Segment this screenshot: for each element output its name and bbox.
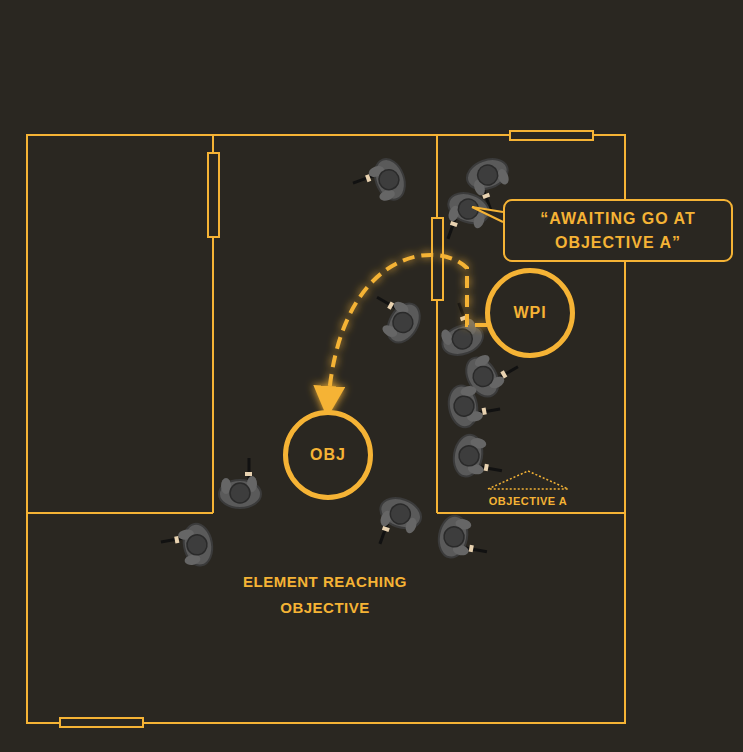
node-text: WPI [513,301,546,324]
movement-arrow [328,255,487,406]
node-text: “AWAITING GO AT OBJECTIVE A” [515,207,721,253]
node-text: OBJ [310,443,346,466]
objective-label: OBJECTIVE A [468,492,588,511]
position-circle: WPI [485,268,575,358]
element-label: ELEMENT REACHING OBJECTIVE [225,569,425,622]
callout-box: “AWAITING GO AT OBJECTIVE A” [503,199,733,262]
objective-circle: OBJ [283,410,373,500]
